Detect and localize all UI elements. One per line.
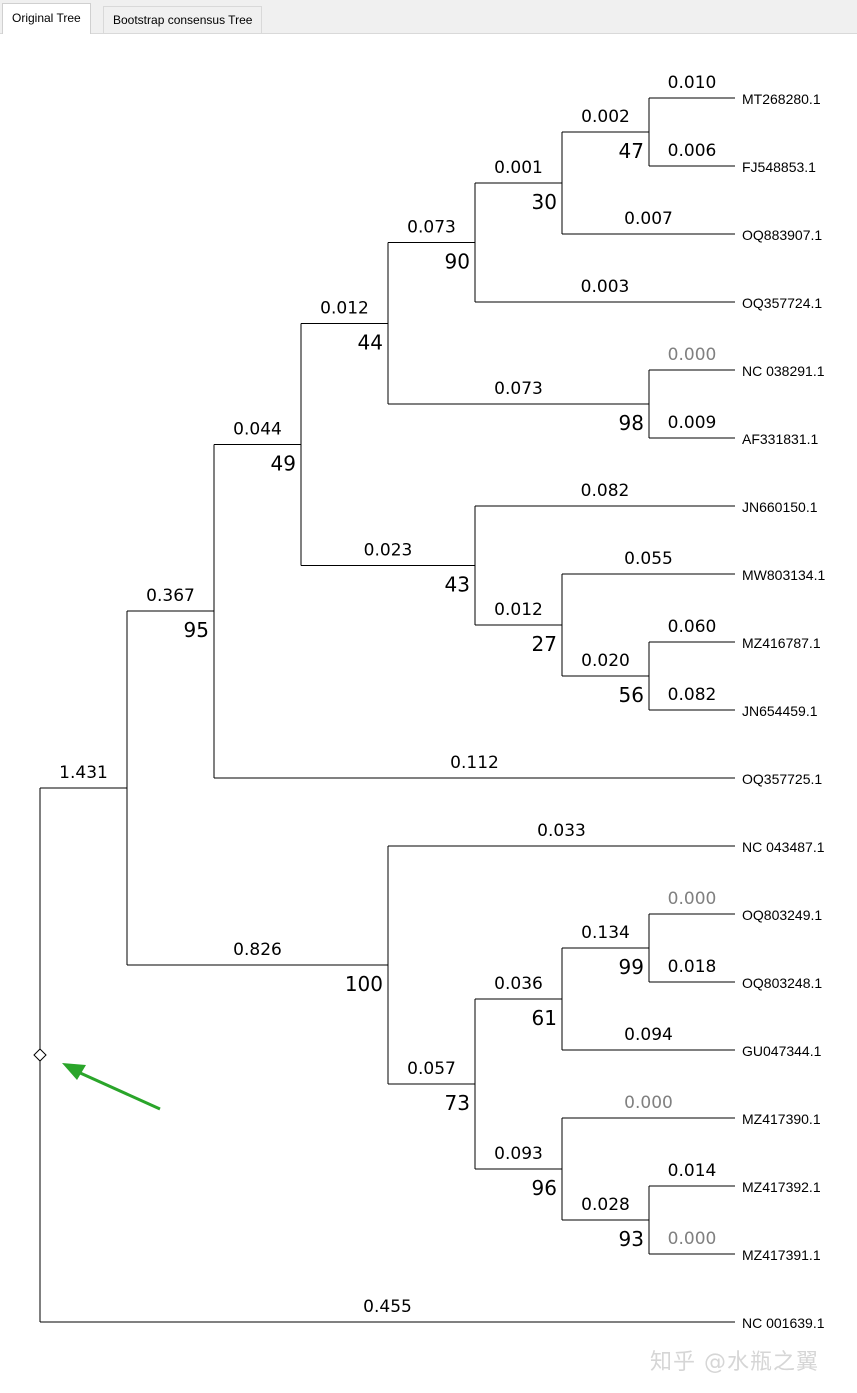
bootstrap-support-label: 93 <box>619 1227 644 1251</box>
bootstrap-support-label: 56 <box>619 683 644 707</box>
branch-length-label: 0.012 <box>320 298 369 318</box>
branch-length-label: 0.001 <box>494 158 543 178</box>
taxon-label: OQ803249.1 <box>742 907 822 923</box>
branch-length-label: 0.007 <box>624 209 673 229</box>
bootstrap-support-label: 49 <box>271 451 296 475</box>
taxon-label: MT268280.1 <box>742 91 821 107</box>
taxon-label: MZ417392.1 <box>742 1179 821 1195</box>
bootstrap-support-label: 61 <box>532 1006 557 1030</box>
branch-length-label: 0.010 <box>668 73 717 93</box>
taxon-label: AF331831.1 <box>742 431 818 447</box>
branch-length-label: 0.028 <box>581 1195 630 1215</box>
branch-length-label: 0.020 <box>581 651 630 671</box>
taxon-label: MZ416787.1 <box>742 635 821 651</box>
branch-length-label: 0.000 <box>668 889 717 909</box>
branch-length-label: 0.082 <box>668 685 717 705</box>
branch-length-label: 0.455 <box>363 1297 412 1317</box>
bootstrap-support-label: 47 <box>619 139 644 163</box>
branch-length-label: 0.073 <box>407 218 456 238</box>
branch-length-label: 0.009 <box>668 413 717 433</box>
bootstrap-support-label: 90 <box>445 250 470 274</box>
bootstrap-support-label: 95 <box>184 618 209 642</box>
taxon-label: OQ357725.1 <box>742 771 822 787</box>
taxon-label: MZ417390.1 <box>742 1111 821 1127</box>
bootstrap-support-label: 96 <box>532 1176 557 1200</box>
taxon-label: OQ357724.1 <box>742 295 822 311</box>
branch-length-label: 0.000 <box>668 1229 717 1249</box>
taxon-label: NC 001639.1 <box>742 1315 825 1331</box>
branch-length-label: 0.018 <box>668 957 717 977</box>
branch-length-label: 0.023 <box>364 541 413 561</box>
branch-length-label: 0.093 <box>494 1144 543 1164</box>
taxon-label: NC 038291.1 <box>742 363 825 379</box>
branch-length-label: 0.036 <box>494 974 543 994</box>
branch-length-label: 0.112 <box>450 753 499 773</box>
taxon-label: GU047344.1 <box>742 1043 822 1059</box>
branch-length-label: 0.094 <box>624 1025 673 1045</box>
watermark-text: 知乎 @水瓶之翼 <box>650 1350 819 1375</box>
tab-bar: Original Tree Bootstrap consensus Tree <box>0 0 857 34</box>
taxon-label: NC 043487.1 <box>742 839 825 855</box>
branch-length-label: 0.082 <box>581 481 630 501</box>
bootstrap-support-label: 44 <box>358 330 383 354</box>
tab-bootstrap-consensus-tree[interactable]: Bootstrap consensus Tree <box>103 6 263 33</box>
branch-length-label: 0.367 <box>146 586 195 606</box>
taxon-label: JN660150.1 <box>742 499 818 515</box>
pointer-arrowhead-icon <box>62 1063 86 1080</box>
tab-original-tree[interactable]: Original Tree <box>2 3 91 34</box>
bootstrap-support-label: 27 <box>532 632 557 656</box>
branch-length-label: 0.044 <box>233 419 282 439</box>
branch-length-label: 0.006 <box>668 141 717 161</box>
root-node-marker[interactable] <box>33 1048 47 1062</box>
bootstrap-support-label: 99 <box>619 955 644 979</box>
branch-length-label: 0.003 <box>581 277 630 297</box>
branch-length-label: 0.060 <box>668 617 717 637</box>
bootstrap-support-label: 100 <box>345 972 383 996</box>
taxon-label: JN654459.1 <box>742 703 818 719</box>
taxon-label: MW803134.1 <box>742 567 825 583</box>
bootstrap-support-label: 98 <box>619 411 644 435</box>
bootstrap-support-label: 30 <box>532 190 557 214</box>
bootstrap-support-label: 43 <box>445 573 470 597</box>
branch-length-label: 0.057 <box>407 1059 456 1079</box>
branch-length-label: 0.134 <box>581 923 630 943</box>
pointer-arrow-icon <box>77 1070 161 1111</box>
taxon-label: FJ548853.1 <box>742 159 816 175</box>
branch-length-label: 0.055 <box>624 549 673 569</box>
branch-length-label: 0.826 <box>233 940 282 960</box>
branch-length-label: 0.012 <box>494 600 543 620</box>
branch-length-label: 0.014 <box>668 1161 717 1181</box>
taxon-label: OQ803248.1 <box>742 975 822 991</box>
branch-length-label: 0.000 <box>624 1093 673 1113</box>
branch-length-label: 0.033 <box>537 821 586 841</box>
taxon-label: MZ417391.1 <box>742 1247 821 1263</box>
branch-length-label: 0.073 <box>494 379 543 399</box>
taxon-label: OQ883907.1 <box>742 227 822 243</box>
branch-length-label: 0.002 <box>581 107 630 127</box>
branch-length-label: 0.000 <box>668 345 717 365</box>
bootstrap-support-label: 73 <box>445 1091 470 1115</box>
branch-length-label: 1.431 <box>59 763 108 783</box>
